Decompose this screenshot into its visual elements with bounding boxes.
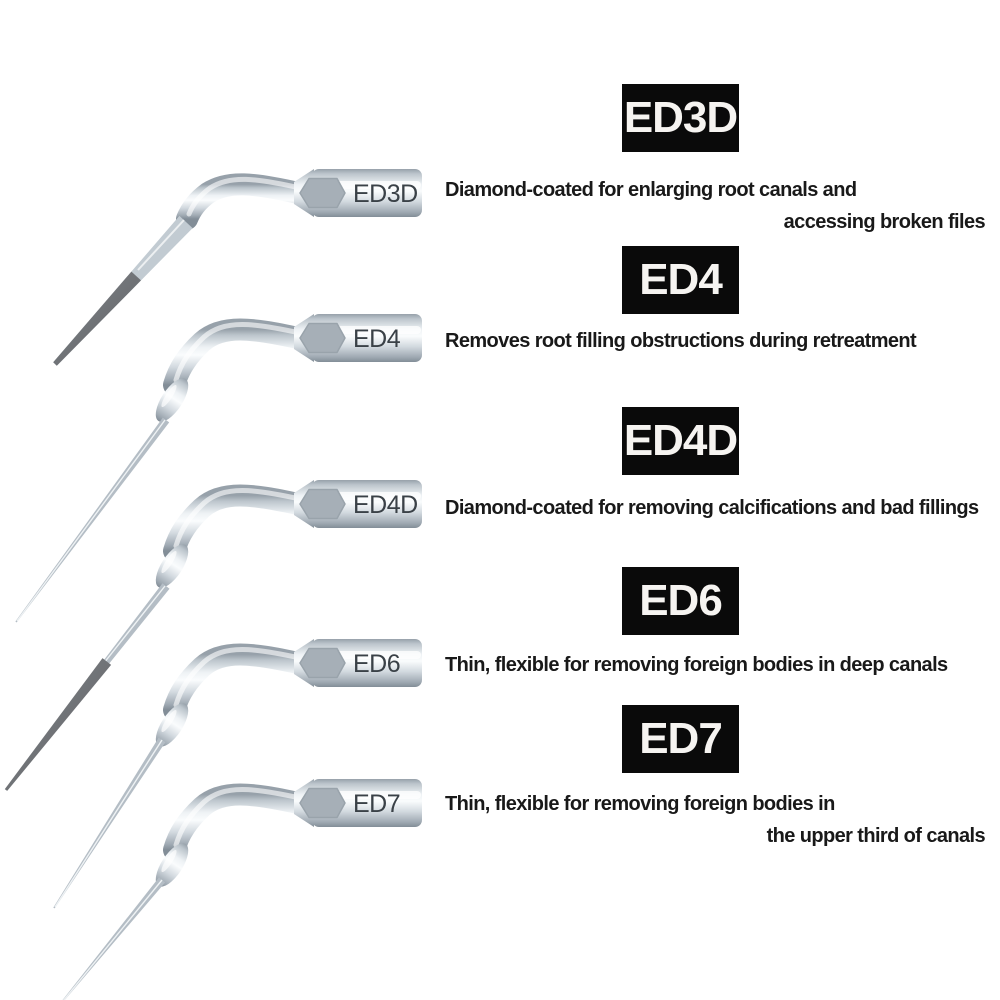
- description-line: accessing broken files: [783, 211, 986, 233]
- description-line: Diamond-coated for enlarging root canals…: [445, 179, 857, 201]
- description-line: Thin, flexible for removing foreign bodi…: [445, 793, 835, 815]
- tip-illustration-ed4: ED4: [15, 313, 423, 623]
- tip-neck: [174, 650, 300, 711]
- tip-engraved-label: ED4D: [353, 491, 418, 519]
- tip-illustration-ed4d: ED4D: [4, 479, 423, 791]
- tip-illustrations: ED3D ED4 ED4D ED6: [4, 168, 423, 1000]
- description-line: Diamond-coated for removing calcificatio…: [445, 497, 979, 519]
- model-badge-ed7: ED7: [622, 705, 739, 773]
- model-badge-ed4d: ED4D: [622, 407, 739, 475]
- model-badge-ed6: ED6: [622, 567, 739, 635]
- description-line: Removes root filling obstructions during…: [445, 330, 917, 352]
- tip-neck: [174, 325, 300, 386]
- tip-illustration-ed6: ED6: [53, 638, 423, 909]
- tip-engraved-label: ED7: [353, 790, 400, 818]
- model-badge-ed4: ED4: [622, 246, 739, 314]
- description-line: Thin, flexible for removing foreign bodi…: [445, 654, 948, 676]
- tip-neck: [174, 491, 300, 552]
- diamond-coating: [53, 271, 142, 366]
- tip-engraved-label: ED6: [353, 650, 400, 678]
- diamond-coating: [4, 658, 112, 791]
- description-line: the upper third of canals: [766, 825, 986, 847]
- tip-neck: [174, 790, 300, 851]
- tip-neck: [176, 173, 309, 230]
- description-ed4: Removes root filling obstructions during…: [445, 325, 985, 357]
- tip-illustration-ed3d: ED3D: [53, 168, 423, 366]
- description-ed7: Thin, flexible for removing foreign bodi…: [445, 788, 986, 852]
- tip-engraved-label: ED4: [353, 325, 401, 353]
- tip-engraved-label: ED3D: [353, 180, 418, 208]
- description-ed6: Thin, flexible for removing foreign bodi…: [445, 649, 985, 681]
- tip-illustration-ed7: ED7: [62, 778, 423, 1000]
- description-ed3d: Diamond-coated for enlarging root canals…: [445, 174, 986, 238]
- description-ed4d: Diamond-coated for removing calcificatio…: [445, 492, 985, 524]
- model-badge-ed3d: ED3D: [622, 84, 739, 152]
